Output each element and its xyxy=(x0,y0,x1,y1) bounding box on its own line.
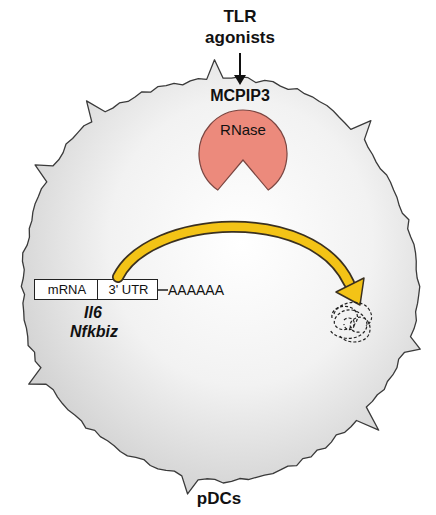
enzyme-label: RNase xyxy=(193,121,293,139)
cell-outline: RNasemRNA3' UTRpDCs xyxy=(12,68,426,488)
rnase-shape: RNase xyxy=(193,108,293,200)
mrna-label: mRNA xyxy=(35,282,99,298)
mrna-box: mRNA xyxy=(34,279,98,300)
cell-type-label: pDCs xyxy=(12,489,426,509)
utr-label: 3' UTR xyxy=(98,282,159,298)
utr-box: 3' UTR xyxy=(97,279,158,300)
gene-name: Nfkbiz xyxy=(70,322,150,341)
poly-a-tail: AAAAAA xyxy=(168,281,258,299)
protein-label: MCPIP3 xyxy=(170,86,310,105)
signal-arrow-shaft xyxy=(239,53,241,76)
stimulus-label: TLR agonists xyxy=(192,6,288,48)
gene-name: Il6 xyxy=(84,303,144,322)
cell-membrane xyxy=(21,60,420,494)
